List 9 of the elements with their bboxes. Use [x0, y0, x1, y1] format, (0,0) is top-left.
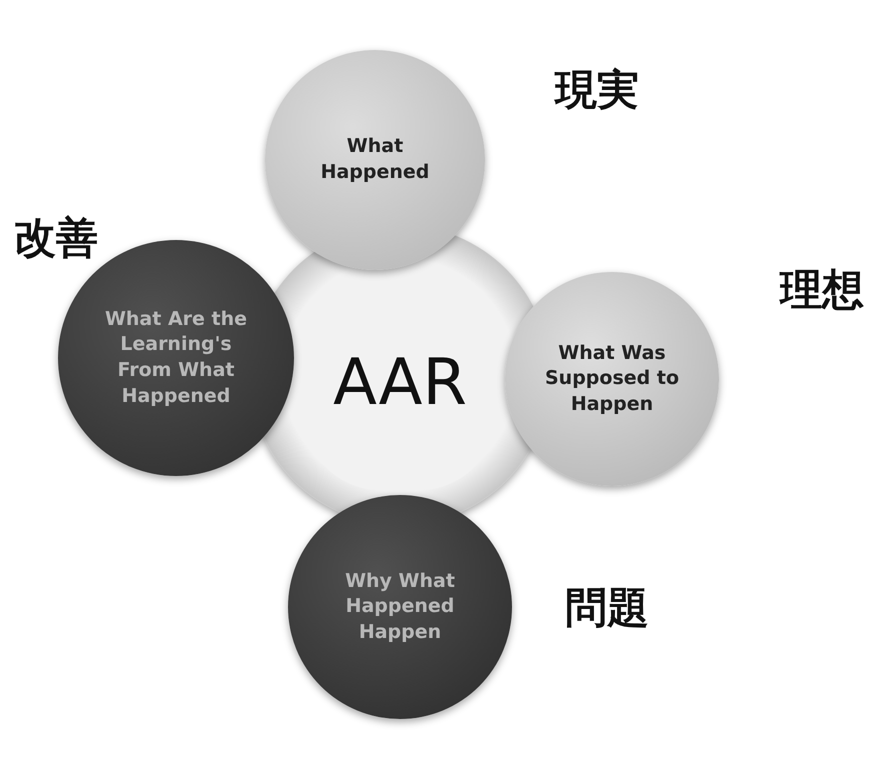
circle-label: What Happened	[320, 134, 430, 185]
caption-label: 理想	[780, 264, 864, 316]
circle-label: Why What Happened Happen	[344, 568, 456, 645]
circle-label: What Are the Learning's From What Happened	[104, 306, 248, 409]
caption-label: 現実	[555, 64, 639, 116]
caption-label: 改善	[14, 212, 98, 264]
center-title: AAR	[333, 344, 467, 422]
circle-label: What Was Supposed to Happen	[544, 340, 680, 417]
caption-label: 問題	[565, 582, 649, 634]
